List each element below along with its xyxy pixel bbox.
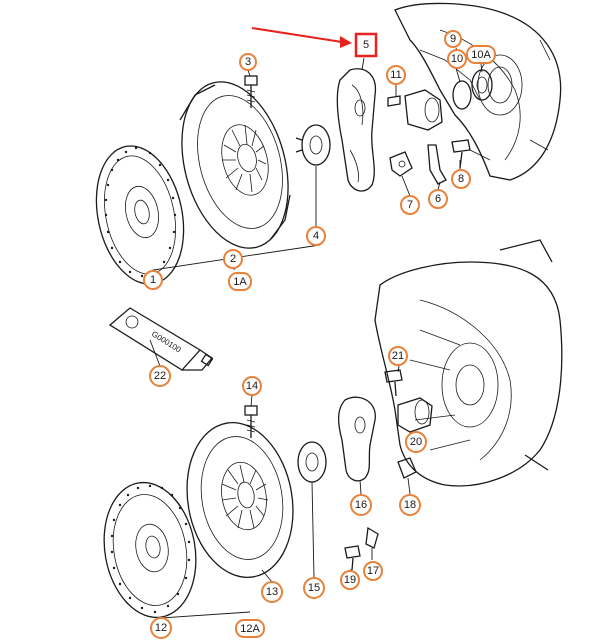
callout-14: 14 [242,376,262,396]
callout-label-9: 9 [450,33,456,45]
callout-label-13: 13 [266,586,278,598]
callout-12: 12 [150,617,172,639]
guide-sleeve-11 [387,89,443,131]
callout-15: 15 [303,577,325,599]
transmission-housing-upper [394,2,562,181]
highlight-arrow [251,27,352,48]
perforation-dots-upper [104,146,177,278]
transmission-housing-lower [374,239,563,487]
callout-19: 19 [340,570,360,590]
callout-9: 9 [444,30,462,48]
callout-1: 1 [143,270,163,290]
clip-7 [389,151,413,177]
bolt-8 [451,139,471,169]
callout-label-3: 3 [245,56,251,68]
pressure-plate-2 [179,81,291,249]
callout-6: 6 [428,189,448,209]
callout-label-18: 18 [404,499,416,511]
callout-label-1: 1 [150,274,156,286]
bolt-3 [244,75,258,108]
release-lever-5 [336,68,377,192]
callout-10A: 10A [466,45,496,64]
tube-label: G000100 [150,329,183,354]
callout-label-12: 12 [155,622,167,634]
release-bearing-4 [295,124,331,166]
callout-20: 20 [405,431,427,453]
callout-label-6: 6 [435,193,441,205]
callout-label-10A: 10A [471,49,491,61]
callout-3: 3 [239,53,257,71]
pivot-pin-6 [427,144,447,185]
bolt-19 [344,545,361,571]
callout-label-10: 10 [451,53,463,65]
callout-22: 22 [149,365,171,387]
callout-label-17: 17 [367,565,379,577]
callout-label-14: 14 [246,380,258,392]
callout-label-8: 8 [458,173,464,185]
pressure-plate-13 [186,422,294,578]
grease-tube-22: G000100 [108,307,214,371]
gasket-9 [452,80,472,110]
bolt-21 [384,369,403,397]
callout-21: 21 [388,346,408,366]
callout-12A: 12A [235,619,265,638]
release-bearing-15 [297,441,327,483]
callout-label-2: 2 [230,253,236,265]
callout-label-21: 21 [392,350,404,362]
clutch-plate-1 [95,145,185,285]
callout-1A: 1A [228,272,252,291]
perforation-dots-lower [110,484,191,614]
guide-sleeve-20 [397,397,433,433]
callout-label-20: 20 [410,436,422,448]
callout-label-1A: 1A [233,276,247,288]
callout-label-15: 15 [308,582,320,594]
highlight-box [354,32,378,58]
callout-16: 16 [350,494,372,516]
callout-10: 10 [447,49,467,69]
callout-7: 7 [400,195,420,215]
callout-label-19: 19 [344,574,356,586]
callout-label-22: 22 [154,370,166,382]
release-lever-16 [337,396,376,482]
callout-label-7: 7 [407,199,413,211]
callout-18: 18 [399,494,421,516]
callout-13: 13 [261,581,283,603]
bolt-14 [244,405,258,438]
callout-label-4: 4 [313,230,319,242]
callout-2: 2 [223,249,243,269]
callout-label-5: 5 [363,39,369,51]
callout-11: 11 [386,65,406,85]
callout-17: 17 [363,561,383,581]
spring-clip-17 [365,526,379,549]
callout-label-16: 16 [355,499,367,511]
callout-5: 5 [359,37,373,53]
callout-4: 4 [306,226,326,246]
callout-label-11: 11 [390,69,401,81]
clip-18 [397,457,417,479]
clutch-plate-12 [103,481,197,619]
seal-ring-10A [471,69,493,101]
callout-label-12A: 12A [240,623,260,635]
callout-8: 8 [451,169,471,189]
